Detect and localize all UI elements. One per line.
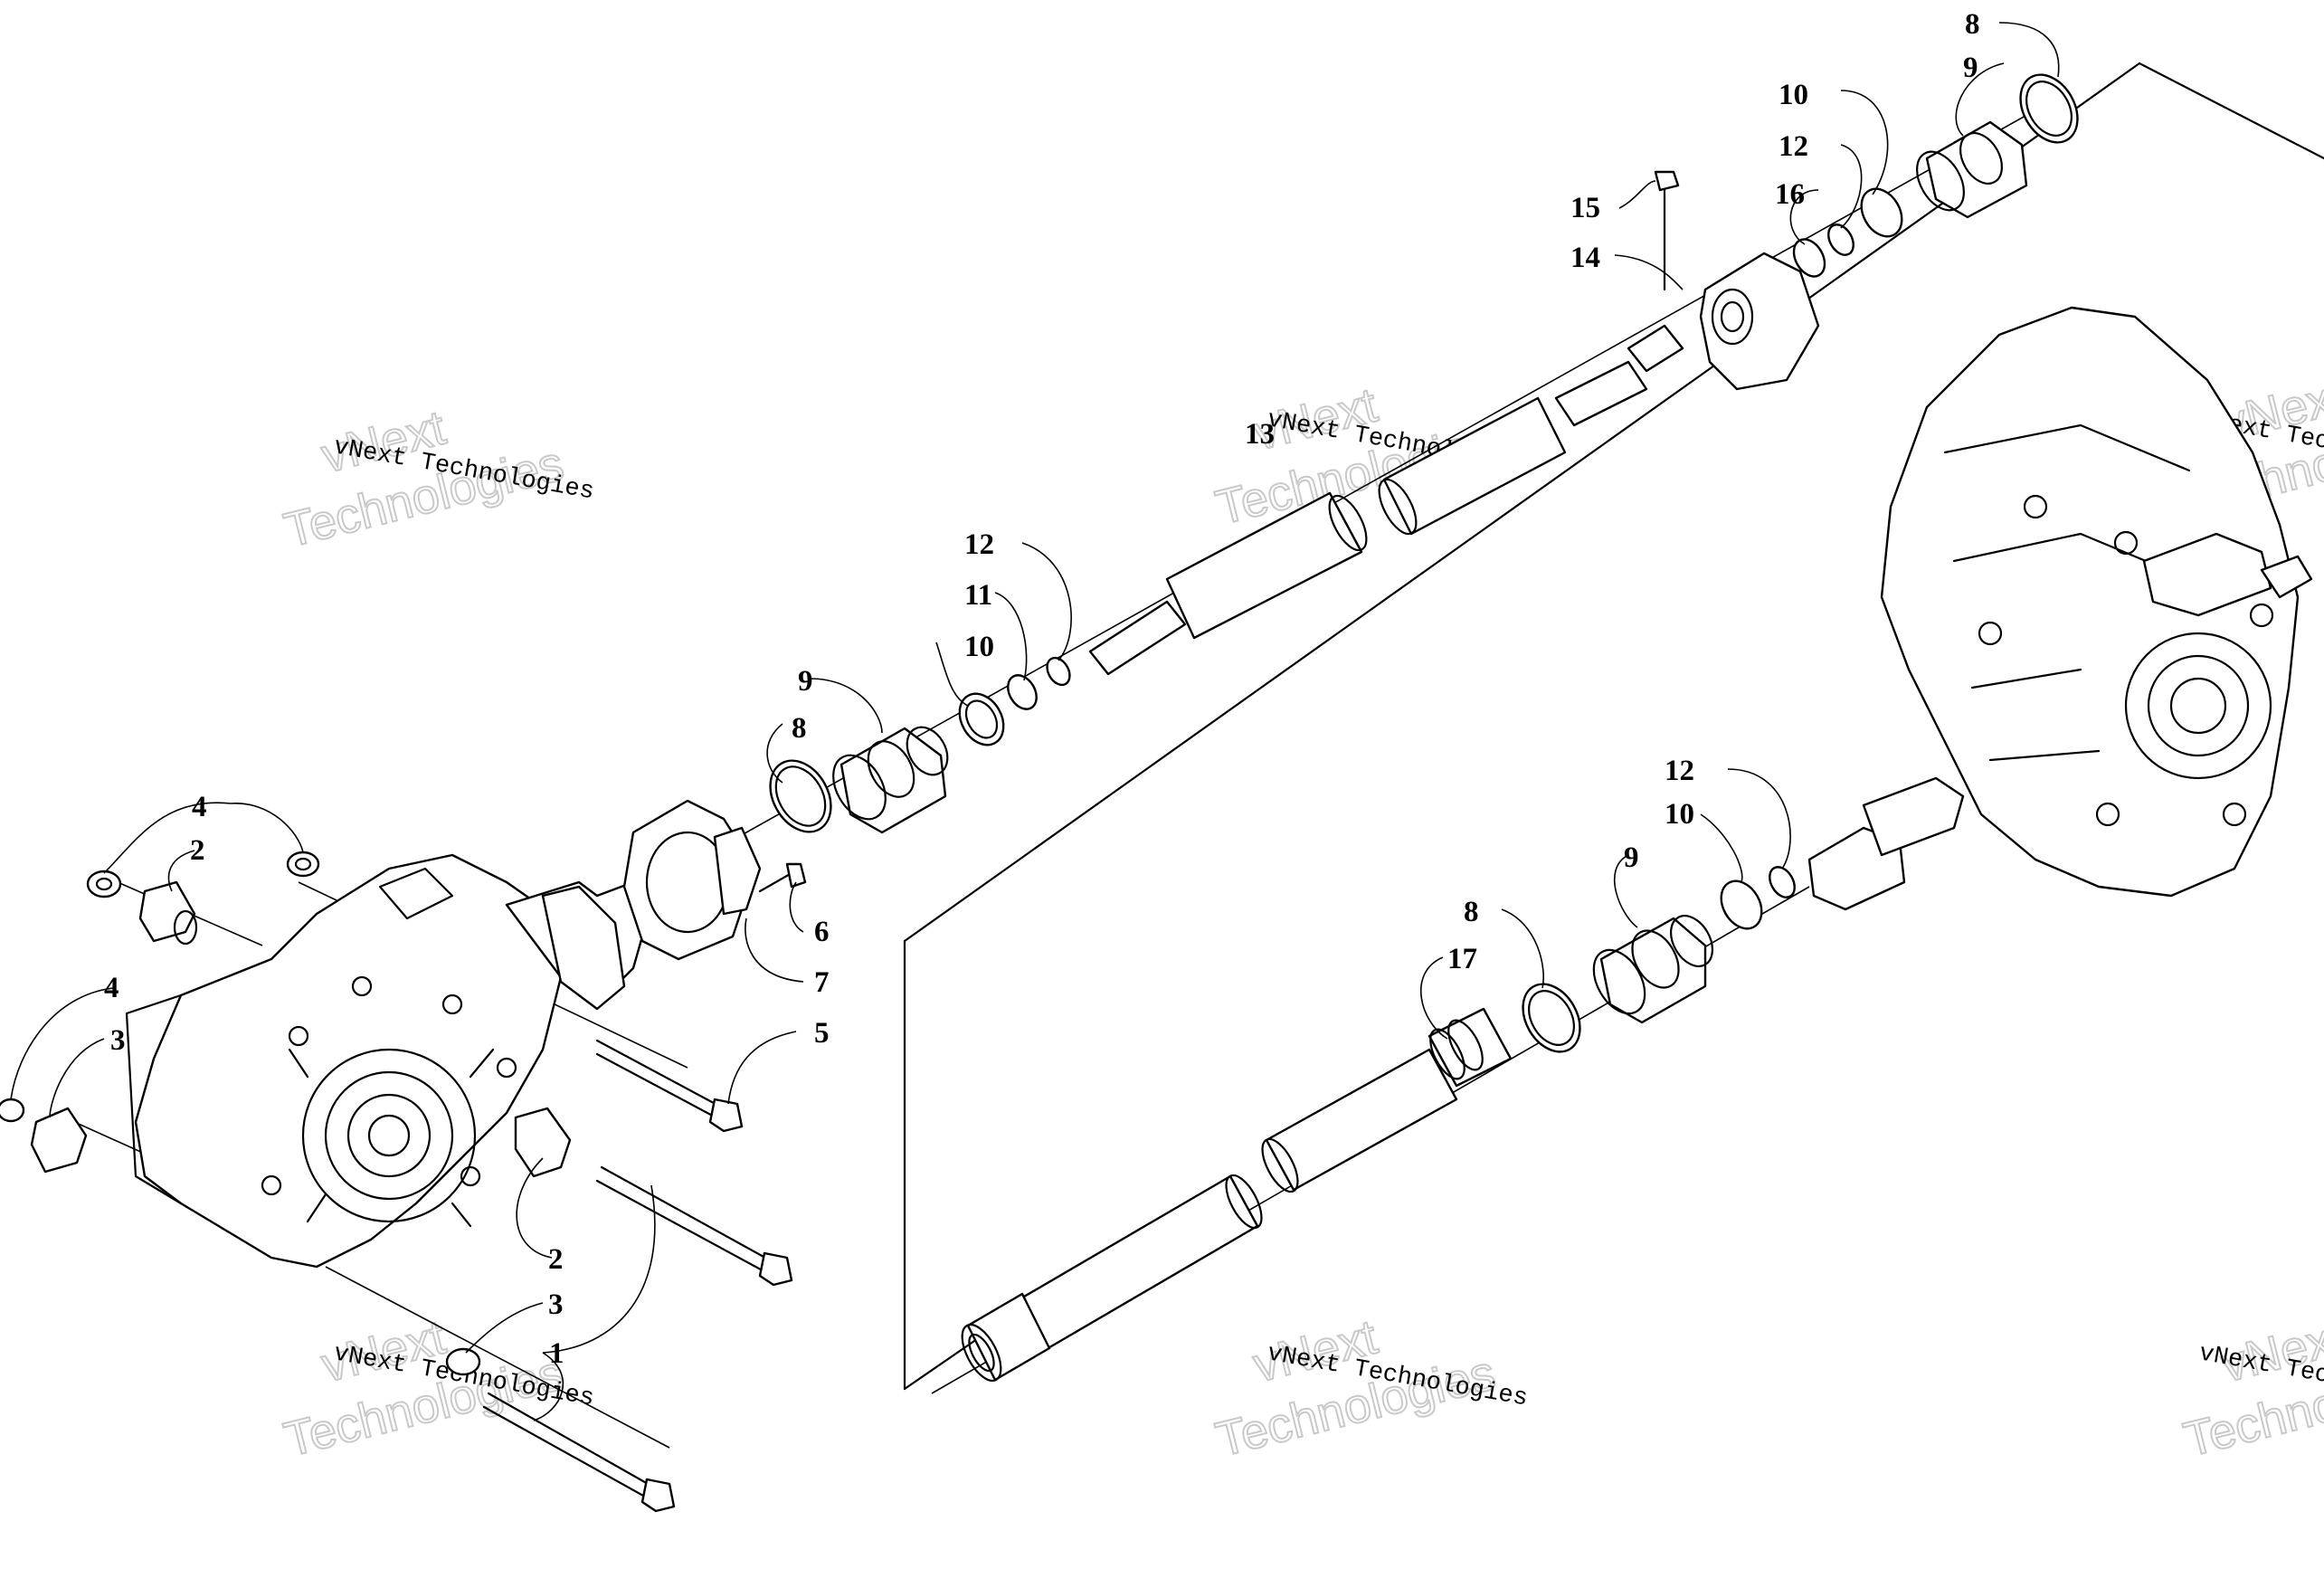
callout-6: 6: [814, 916, 830, 948]
panel-outline: [2138, 62, 2324, 160]
ring-8-front: [769, 759, 832, 833]
bolt-5: [595, 1039, 744, 1133]
callout-2: 2: [548, 1243, 564, 1276]
callout-3: 3: [110, 1024, 126, 1057]
callout-4: 4: [192, 791, 207, 823]
bolt-1-upper: [595, 1165, 793, 1287]
clamp-10-rear-upper: [1860, 187, 1903, 238]
transmission-housing: [1807, 306, 2313, 911]
bushing-2-lower: [514, 1107, 572, 1178]
callout-8: 8: [1464, 896, 1479, 928]
washer-3-lower: [445, 1347, 481, 1376]
washer-4-upper-left: [86, 870, 122, 898]
callout-7: 7: [814, 966, 830, 999]
callout-1: 1: [549, 1337, 564, 1370]
clamp-10-front: [958, 692, 1005, 746]
callout-9: 9: [798, 665, 813, 698]
callout-15: 15: [1570, 192, 1600, 224]
callout-5: 5: [814, 1017, 830, 1050]
ring-12-rear-upper: [1827, 223, 1854, 256]
clamp-10-rear-lower: [1720, 879, 1763, 930]
bushing-2-upper: [138, 880, 198, 946]
rear-driveshaft-17: [961, 1007, 1513, 1383]
boot-9-rear-upper: [1916, 120, 2028, 219]
bearing-support-14: [1699, 252, 1820, 391]
gasket-7: [622, 799, 762, 961]
panel-outline: [903, 1337, 979, 1391]
ring-12-rear-lower: [1769, 866, 1796, 898]
ring-11-front: [1007, 674, 1038, 710]
callout-10: 10: [1665, 798, 1694, 831]
callout-12: 12: [1779, 130, 1808, 163]
callout-2: 2: [190, 834, 205, 867]
callout-10: 10: [1779, 79, 1808, 111]
callout-12: 12: [964, 528, 994, 561]
panel-outline: [903, 62, 2141, 943]
callout-12: 12: [1665, 755, 1694, 787]
callout-13: 13: [1245, 418, 1275, 451]
callout-11: 11: [964, 579, 992, 612]
callout-4: 4: [104, 972, 119, 1004]
callout-14: 14: [1570, 242, 1600, 274]
callout-10: 10: [964, 631, 994, 663]
callout-labels: 1 2 2 3 3 4 4 5 6 7 8 8 8 9 9 9 10 10 10…: [104, 8, 1980, 1370]
bushing-3-left: [30, 1107, 88, 1174]
callout-8: 8: [792, 712, 807, 745]
bolt-1-lower: [482, 1392, 676, 1513]
ring-8-rear-lower: [1522, 983, 1581, 1053]
front-differential-housing: [125, 853, 653, 1269]
callout-9: 9: [1963, 52, 1978, 84]
callout-17: 17: [1447, 943, 1477, 975]
ring-12-front: [1046, 656, 1071, 687]
boot-9-rear-lower: [1592, 915, 1714, 1024]
callout-3: 3: [548, 1288, 564, 1321]
front-driveshaft-13: [1088, 324, 1684, 676]
leader-lines: [10, 22, 2060, 1421]
bolt-15: [1654, 170, 1680, 291]
callout-9: 9: [1624, 841, 1639, 874]
boot-9-front: [832, 726, 949, 834]
washer-4-lower-left: [0, 1098, 25, 1123]
callout-16: 16: [1775, 178, 1805, 211]
ring-8-rear-upper: [2019, 73, 2079, 144]
callout-8: 8: [1965, 8, 1980, 41]
washer-4-upper-right: [286, 851, 320, 878]
bolt-6: [758, 862, 807, 893]
center-line: [325, 1266, 670, 1449]
